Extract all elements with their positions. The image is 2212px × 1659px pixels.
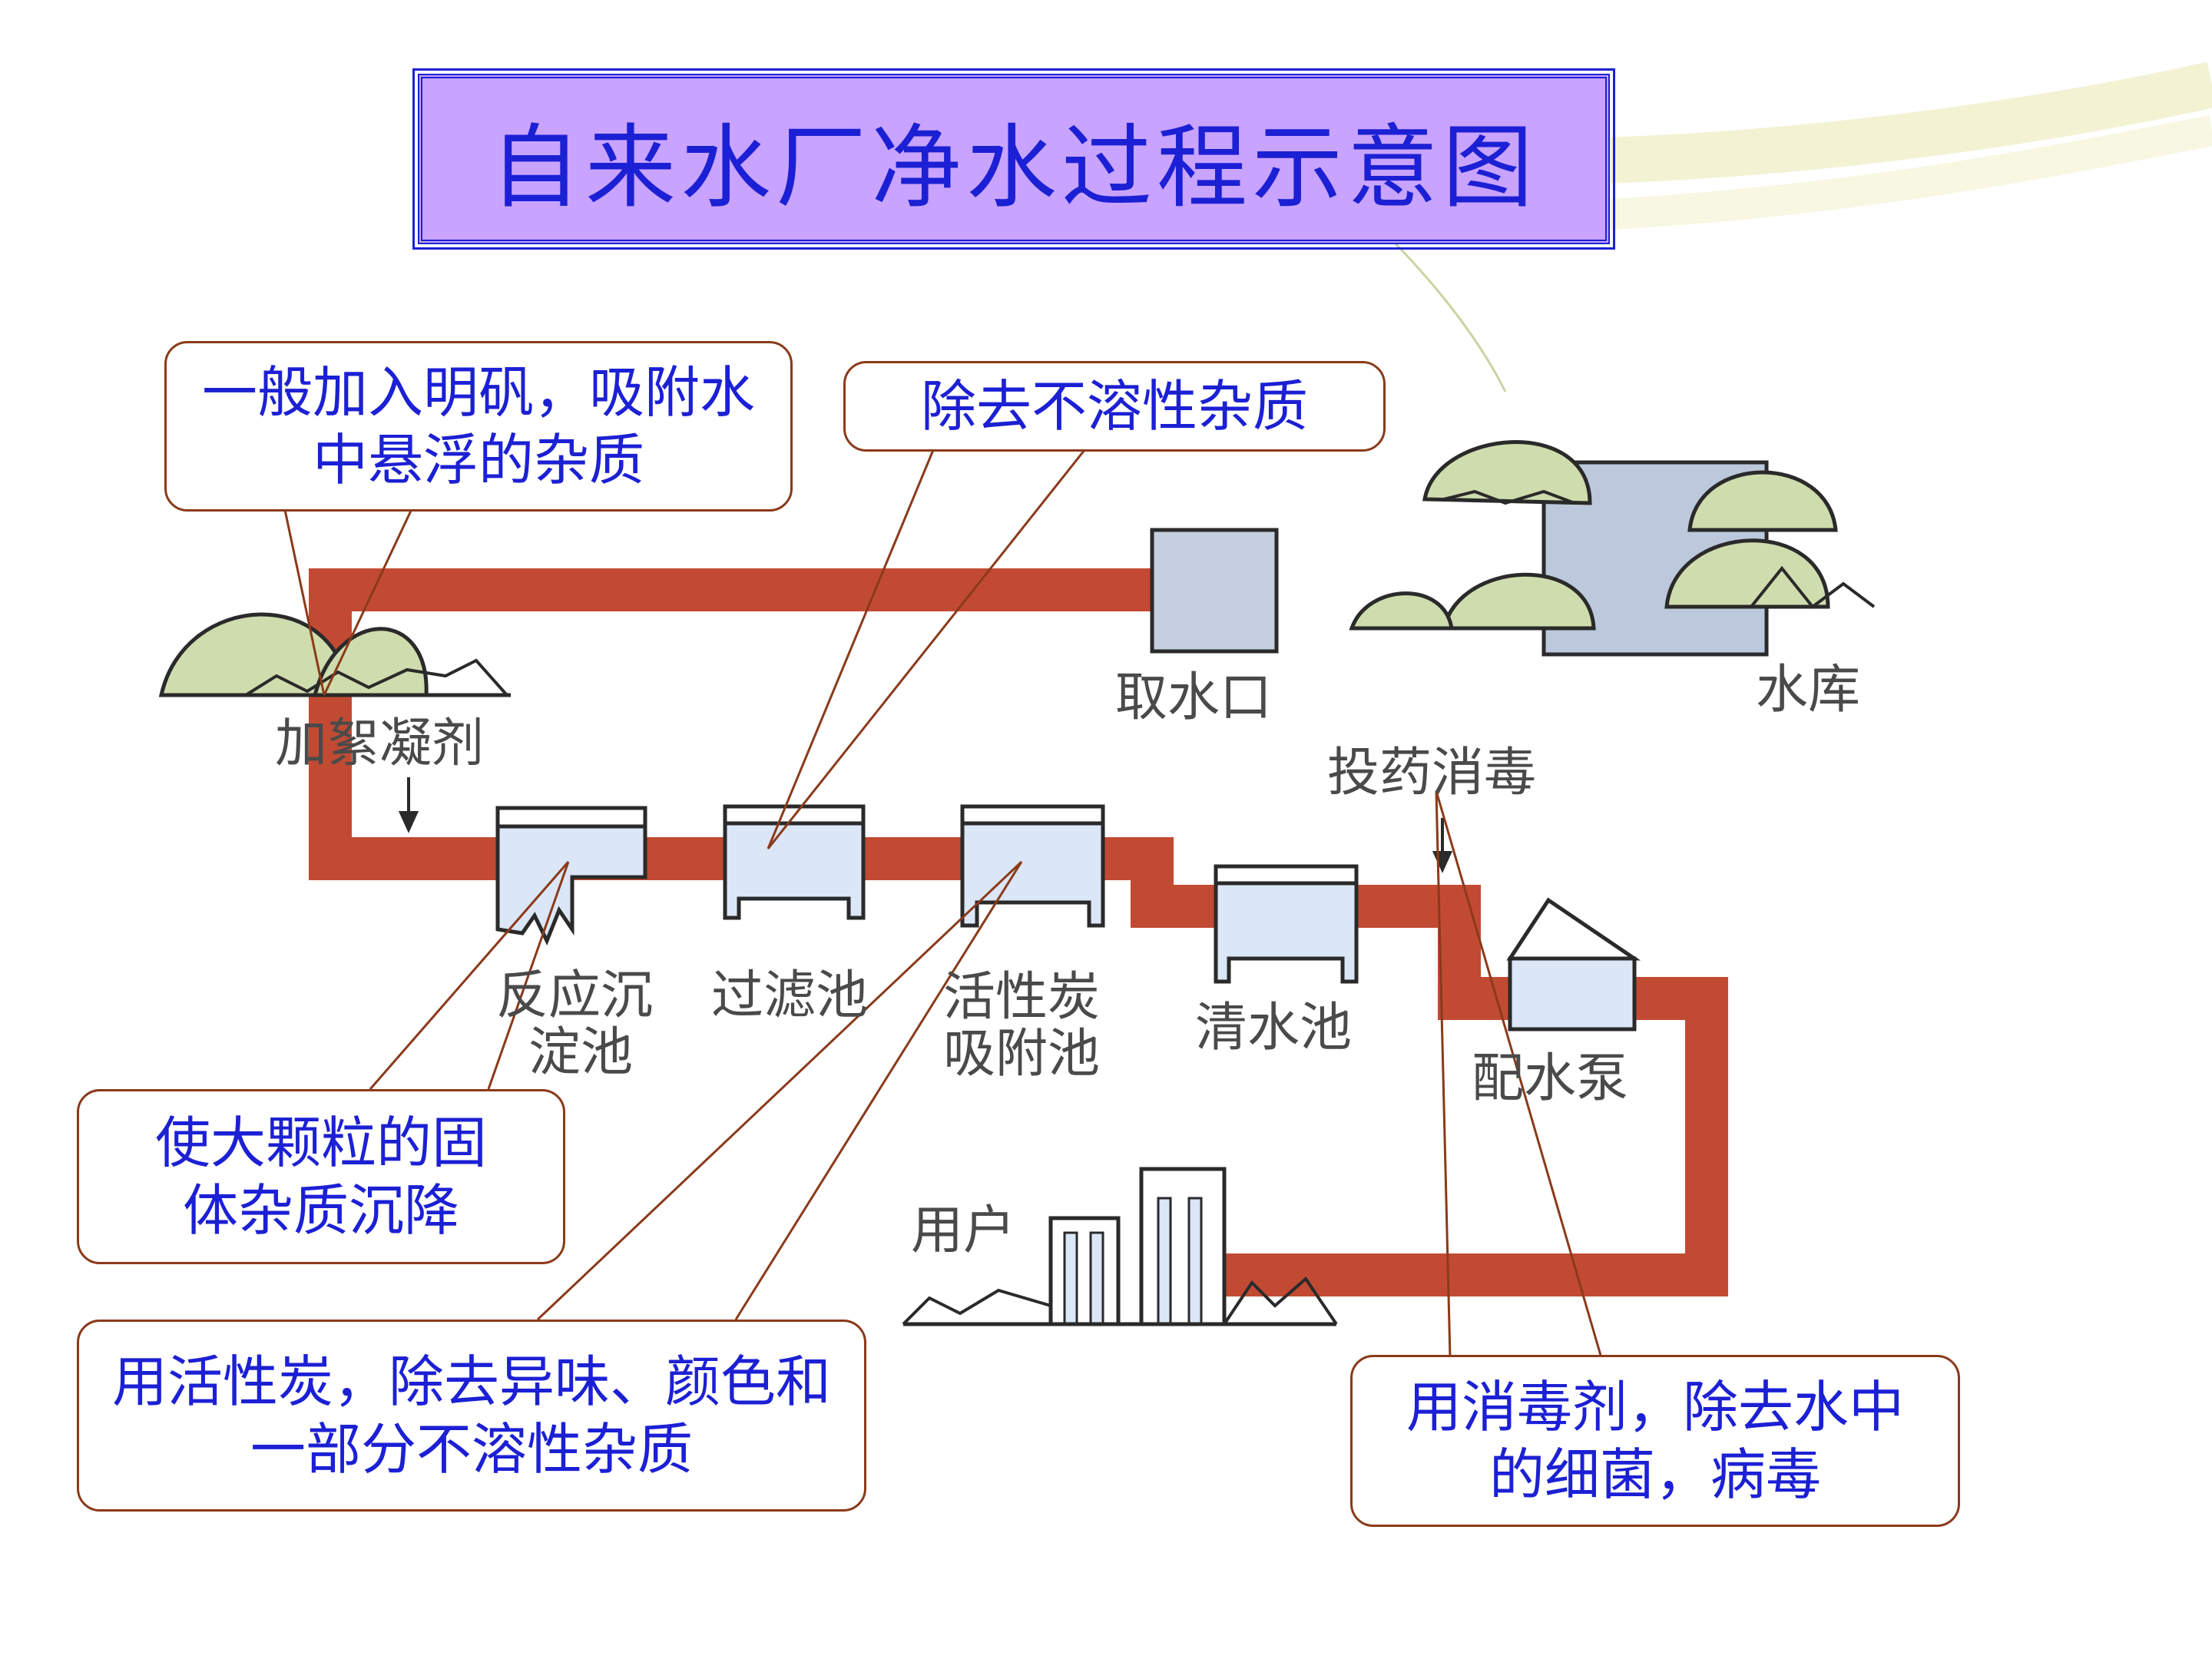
label-carbon-line1: 活性炭 xyxy=(943,967,1101,1028)
background-swoosh xyxy=(1381,61,2212,392)
reservoir xyxy=(1349,440,1876,657)
sedimentation-tank xyxy=(495,806,647,946)
label-intake: 取水口 xyxy=(1115,667,1273,728)
pipe-pump-users xyxy=(1198,977,1728,1296)
label-pump: 配水泵 xyxy=(1472,1048,1629,1109)
callout-disinfect: 用消毒剂，除去水中的细菌，病毒 xyxy=(1350,1355,1960,1527)
callout-carbon: 用活性炭，除去异味、颜色和一部分不溶性杂质 xyxy=(77,1320,866,1512)
callout-coagulant-text: 一般加入明矾，吸附水中悬浮的杂质 xyxy=(201,360,755,492)
label-coagulant: 加絮凝剂 xyxy=(275,714,485,774)
page-title: 自来水厂净水过程示意图 xyxy=(489,114,1538,220)
label-reservoir: 水库 xyxy=(1756,660,1861,720)
callout-filter: 除去不溶性杂质 xyxy=(843,361,1386,452)
coagulant-hills xyxy=(158,612,511,697)
label-clear-pool: 清水池 xyxy=(1195,998,1353,1058)
label-disinfect: 投药消毒 xyxy=(1327,743,1537,803)
intake-box xyxy=(1150,528,1279,654)
callout-disinfect-text: 用消毒剂，除去水中的细菌，病毒 xyxy=(1406,1375,1904,1507)
label-filter: 过滤池 xyxy=(711,965,869,1026)
pump-house xyxy=(1506,897,1641,1031)
label-user: 用户 xyxy=(911,1200,1016,1261)
coagulant-arrow xyxy=(398,777,419,833)
filter-tank xyxy=(723,804,866,920)
user-buildings xyxy=(902,1167,1338,1326)
label-carbon-line2: 吸附池 xyxy=(943,1024,1101,1084)
callout-sediment: 使大颗粒的固体杂质沉降 xyxy=(77,1089,565,1264)
label-sedimentation-line1: 反应沉 xyxy=(496,965,654,1026)
clear-water-pool xyxy=(1214,864,1359,984)
callout-filter-text: 除去不溶性杂质 xyxy=(920,374,1308,439)
callout-coagulant: 一般加入明矾，吸附水中悬浮的杂质 xyxy=(164,341,793,512)
callout-carbon-text: 用活性炭，除去异味、颜色和一部分不溶性杂质 xyxy=(111,1349,831,1482)
carbon-tank xyxy=(960,804,1105,928)
callout-sediment-text: 使大颗粒的固体杂质沉降 xyxy=(154,1111,487,1243)
title-box: 自来水厂净水过程示意图 xyxy=(412,68,1615,250)
label-sedimentation-line2: 淀池 xyxy=(528,1022,634,1083)
